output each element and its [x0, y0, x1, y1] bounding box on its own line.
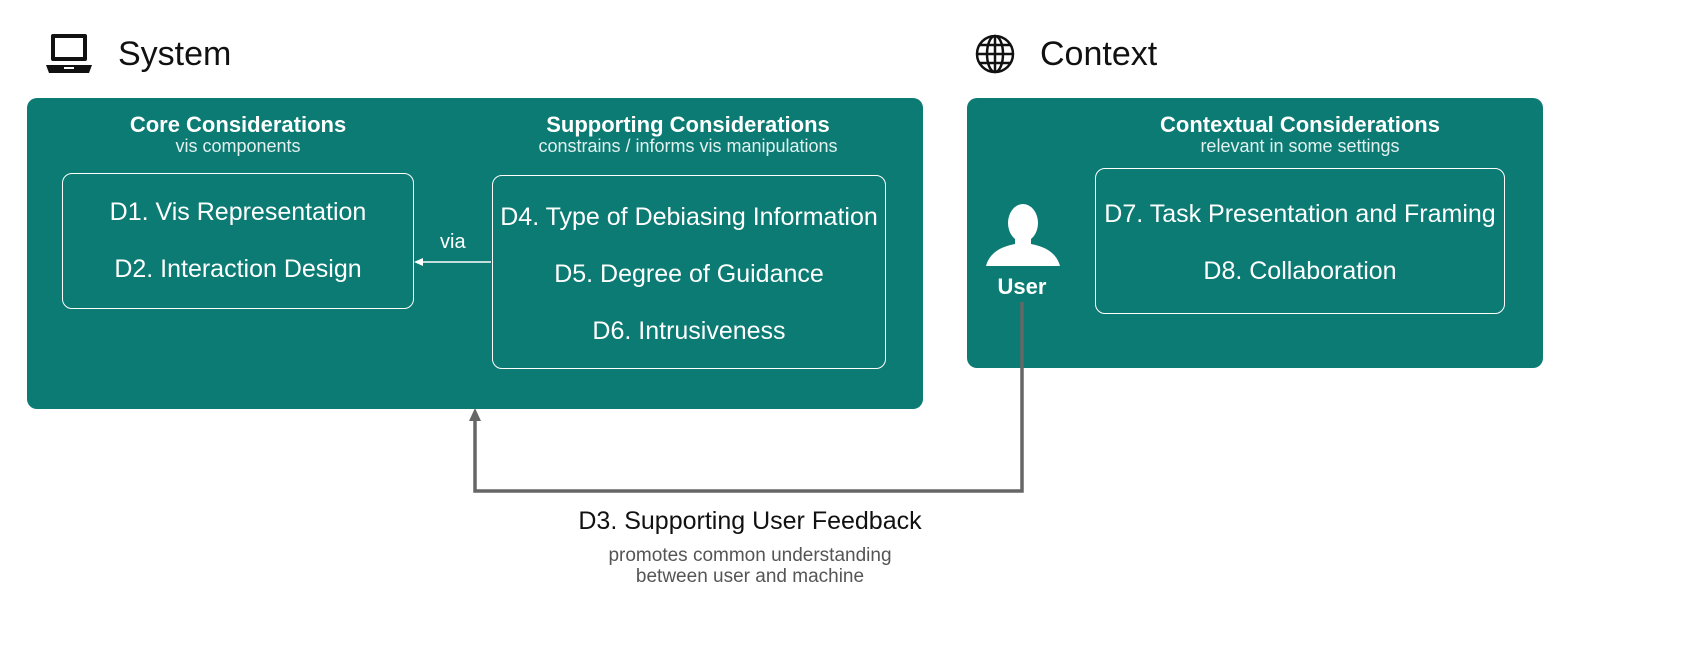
core-considerations-box	[62, 173, 414, 309]
supporting-considerations-subtitle: constrains / informs vis manipulations	[538, 136, 838, 156]
feedback-title: D3. Supporting User Feedback	[578, 507, 922, 535]
supporting-considerations-title: Supporting Considerations	[546, 112, 830, 137]
system-heading: System	[118, 35, 232, 73]
core-considerations-subtitle: vis components	[175, 136, 301, 156]
feedback-subtitle-line1: promotes common understanding	[608, 545, 892, 566]
globe-icon	[974, 33, 1016, 75]
contextual-considerations-box	[1095, 168, 1505, 314]
contextual-item-d7: D7. Task Presentation and Framing	[1104, 200, 1496, 228]
user-label: User	[997, 274, 1047, 299]
context-heading: Context	[1040, 35, 1158, 73]
feedback-arrow	[460, 296, 1036, 496]
contextual-item-d8: D8. Collaboration	[1203, 257, 1397, 285]
system-panel	[27, 98, 923, 409]
user-icon	[984, 200, 1062, 268]
context-panel	[967, 98, 1543, 368]
via-arrow	[412, 254, 494, 270]
supporting-item-d6: D6. Intrusiveness	[592, 317, 786, 345]
core-item-d1: D1. Vis Representation	[109, 198, 367, 226]
laptop-icon	[45, 31, 93, 75]
supporting-item-d5: D5. Degree of Guidance	[554, 260, 824, 288]
via-label: via	[440, 231, 466, 253]
core-considerations-title: Core Considerations	[129, 112, 347, 137]
core-item-d2: D2. Interaction Design	[114, 255, 362, 283]
contextual-considerations-subtitle: relevant in some settings	[1200, 136, 1400, 156]
feedback-subtitle-line2: between user and machine	[635, 566, 865, 587]
contextual-considerations-title: Contextual Considerations	[1160, 112, 1440, 137]
supporting-item-d4: D4. Type of Debiasing Information	[500, 203, 878, 231]
supporting-considerations-box	[492, 175, 886, 369]
